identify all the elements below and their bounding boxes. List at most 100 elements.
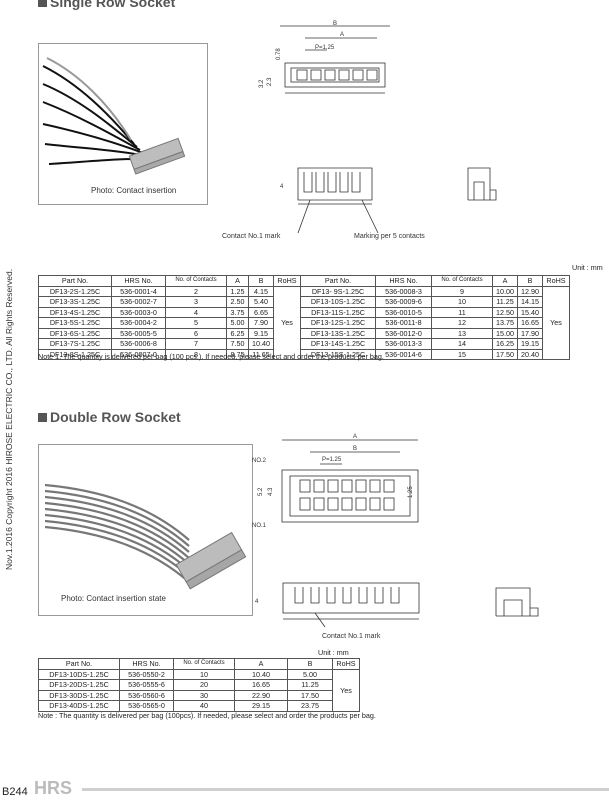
part-no-cell: DF13- 9S-1.25C — [300, 285, 376, 297]
b-cell: 9.15 — [248, 327, 274, 339]
single-photo-caption: Photo: Contact insertion — [91, 186, 177, 195]
double-row-side-drawing — [495, 587, 539, 617]
a-cell: 10.00 — [492, 285, 518, 297]
double-contact-mark-callout: Contact No.1 mark — [322, 633, 381, 640]
part-no-cell: DF13-2S-1.25C — [38, 285, 112, 297]
hrs-no-cell: 536-0001-4 — [111, 285, 166, 297]
single-row-title-text: Single Row Socket — [50, 0, 176, 10]
rohs-cell: Yes — [542, 285, 570, 360]
b-cell: 10.40 — [248, 338, 274, 350]
dim-4-label: 4 — [255, 599, 259, 605]
b-cell: 20.40 — [517, 348, 543, 360]
single-row-table: Part No. HRS No. No. of Contacts A B RoH… — [38, 275, 570, 360]
contacts-cell: 4 — [165, 306, 227, 318]
col-a: A — [492, 275, 518, 287]
part-no-cell: DF13-10DS-1.25C — [38, 668, 120, 680]
b-cell: 23.75 — [287, 700, 333, 712]
b-cell: 14.15 — [517, 296, 543, 308]
double-socket-photo-illustration — [44, 483, 247, 590]
contacts-cell: 11 — [431, 306, 493, 318]
contacts-cell: 15 — [431, 348, 493, 360]
no1-label: NO.1 — [252, 523, 267, 529]
b-cell: 17.90 — [517, 327, 543, 339]
dim-23-label: 2.3 — [267, 77, 273, 86]
a-cell: 7.50 — [226, 338, 249, 350]
hrs-no-cell: 536-0013-3 — [375, 338, 432, 350]
single-unit: Unit : mm — [572, 263, 603, 272]
page-number: B244 — [2, 786, 28, 798]
hrs-no-cell: 536-0550-2 — [119, 668, 174, 680]
hrs-no-cell: 536-0565-0 — [119, 700, 174, 712]
single-contact-mark-callout: Contact No.1 mark — [222, 233, 281, 240]
part-no-cell: DF13-4S-1.25C — [38, 306, 112, 318]
contacts-cell: 13 — [431, 327, 493, 339]
col-hrs-no: HRS No. — [111, 275, 166, 287]
double-note: Note : The quantity is delivered per bag… — [38, 711, 376, 720]
double-unit: Unit : mm — [318, 648, 349, 657]
part-no-cell: DF13-13S-1.25C — [300, 327, 376, 339]
single-row-top-drawing: B A P=1.25 0.78 3.2 2.3 — [259, 21, 390, 94]
dim-43-label: 4.3 — [268, 487, 274, 496]
a-cell: 12.50 — [492, 306, 518, 318]
b-cell: 6.65 — [248, 306, 274, 318]
dim-52-label: 5.2 — [258, 487, 264, 496]
a-cell: 2.50 — [226, 296, 249, 308]
hrs-no-cell: 536-0008-3 — [375, 285, 432, 297]
section-square-icon — [38, 413, 47, 422]
hrs-no-cell: 536-0005-5 — [111, 327, 166, 339]
b-cell: 17.50 — [287, 689, 333, 701]
a-cell: 11.25 — [492, 296, 518, 308]
part-no-cell: DF13-5S-1.25C — [38, 317, 112, 329]
double-photo-caption: Photo: Contact insertion state — [61, 594, 166, 603]
a-cell: 16.25 — [492, 338, 518, 350]
hrs-no-cell: 536-0009-6 — [375, 296, 432, 308]
double-row-title: Double Row Socket — [38, 409, 181, 425]
b-cell: 12.90 — [517, 285, 543, 297]
contacts-cell: 12 — [431, 317, 493, 329]
hrs-no-cell: 536-0560-6 — [119, 689, 174, 701]
single-note: Note 1. The quantity is delivered per ba… — [38, 352, 384, 361]
col-b: B — [517, 275, 543, 287]
a-cell: 5.00 — [226, 317, 249, 329]
part-no-cell: DF13-7S-1.25C — [38, 338, 112, 350]
b-cell: 16.65 — [517, 317, 543, 329]
hrs-no-cell: 536-0003-0 — [111, 306, 166, 318]
part-no-cell: DF13-30DS-1.25C — [38, 689, 120, 701]
a-cell: 1.25 — [226, 285, 249, 297]
part-no-cell: DF13-40DS-1.25C — [38, 700, 120, 712]
section-square-icon — [38, 0, 47, 7]
footer-rule — [82, 788, 609, 791]
b-cell: 5.00 — [287, 668, 333, 680]
double-row-front-drawing: 4 — [255, 582, 420, 628]
b-cell: 5.40 — [248, 296, 274, 308]
rohs-cell: Yes — [273, 285, 301, 360]
part-no-cell: DF13-10S-1.25C — [300, 296, 376, 308]
single-marking-callout: Marking per 5 contacts — [354, 233, 425, 240]
b-cell: 4.15 — [248, 285, 274, 297]
contacts-cell: 2 — [165, 285, 227, 297]
hrs-no-cell: 536-0014-6 — [375, 348, 432, 360]
double-row-table: Part No. HRS No. No. of Contacts A B RoH… — [38, 658, 360, 712]
col-a: A — [234, 658, 288, 670]
hrs-no-cell: 536-0002-7 — [111, 296, 166, 308]
part-no-cell: DF13-6S-1.25C — [38, 327, 112, 339]
double-row-title-text: Double Row Socket — [50, 409, 181, 425]
dim-4-label: 4 — [280, 184, 284, 190]
a-cell: 13.75 — [492, 317, 518, 329]
b-cell: 15.40 — [517, 306, 543, 318]
single-callout-lines — [297, 199, 379, 234]
part-no-cell: DF13-12S-1.25C — [300, 317, 376, 329]
contacts-cell: 3 — [165, 296, 227, 308]
dim-a-label: A — [340, 32, 344, 38]
single-row-side-drawing — [467, 167, 497, 201]
single-socket-photo-illustration — [42, 57, 186, 175]
double-row-top-drawing: A B P=1.25 NO.2 NO.1 5.2 4.3 1.25 — [252, 434, 419, 529]
dim-a-label: A — [353, 434, 357, 440]
